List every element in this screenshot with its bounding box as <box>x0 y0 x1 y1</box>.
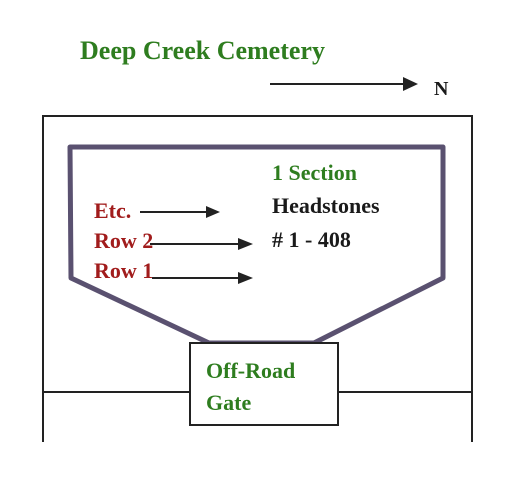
section-headstones-label: Headstones <box>272 193 380 218</box>
row-label-row-2: Row 2 <box>94 228 154 253</box>
row-arrow-etc <box>140 206 220 218</box>
row-label-row-1: Row 1 <box>94 258 154 283</box>
map-title: Deep Creek Cemetery <box>80 36 325 65</box>
row-arrow-row-2 <box>150 238 253 250</box>
section-headstones-range: # 1 - 408 <box>272 227 351 252</box>
gate-label-line-1: Off-Road <box>206 358 296 383</box>
gate-label-line-2: Gate <box>206 390 252 415</box>
property-boundary <box>42 115 473 442</box>
row-label-etc: Etc. <box>94 198 132 223</box>
section-name: 1 Section <box>272 160 357 185</box>
north-arrow-icon <box>270 77 418 91</box>
north-label: N <box>434 78 449 100</box>
row-arrow-row-1 <box>152 272 253 284</box>
gate-box <box>189 342 339 426</box>
